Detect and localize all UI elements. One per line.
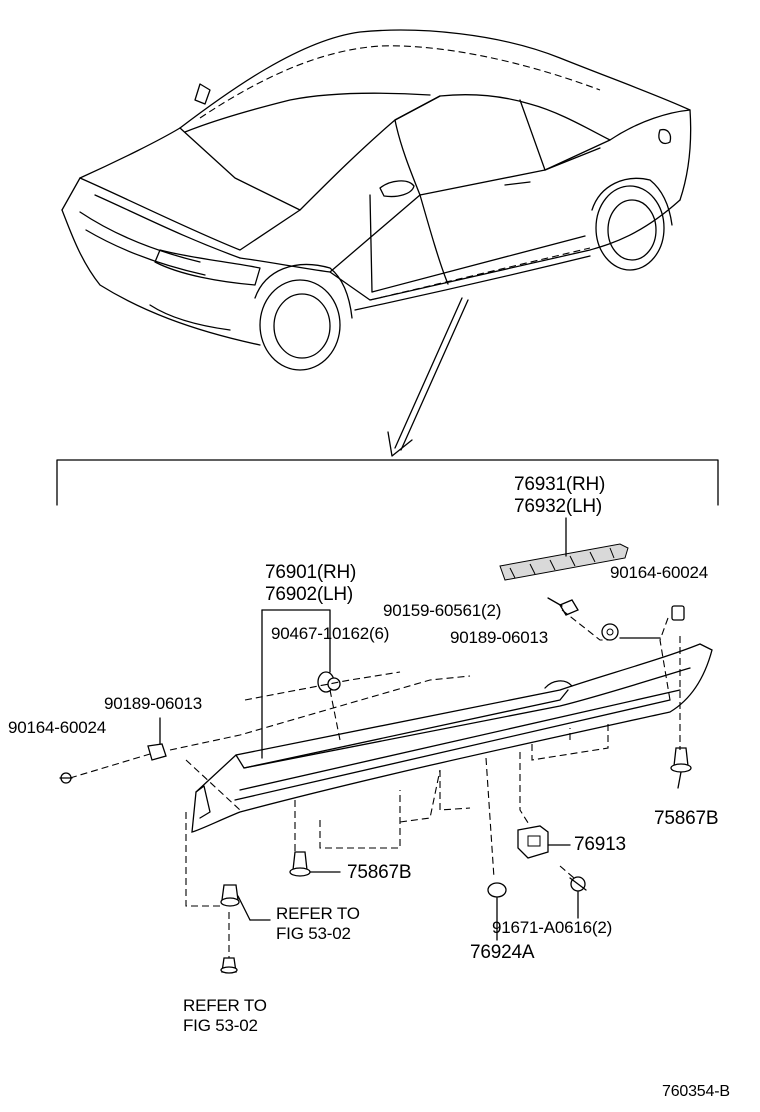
label-91671: 91671-A0616(2) bbox=[492, 918, 613, 937]
moulding-76931 bbox=[499, 543, 629, 581]
label-refer-1-line1: REFER TO bbox=[276, 904, 360, 923]
label-76932: 76932(LH) bbox=[514, 496, 602, 517]
label-90467: 90467-10162(6) bbox=[271, 624, 390, 643]
label-refer-1-line2: FIG 53-02 bbox=[276, 924, 351, 943]
label-76901: 76901(RH) bbox=[265, 562, 357, 583]
label-90159: 90159-60561(2) bbox=[383, 601, 502, 620]
label-76924a: 76924A bbox=[470, 942, 535, 963]
rocker-panel bbox=[191, 643, 713, 833]
label-refer-2-line2: FIG 53-02 bbox=[183, 1016, 258, 1035]
install-lines bbox=[69, 609, 681, 958]
label-76902: 76902(LH) bbox=[265, 584, 353, 605]
diagram-number: 760354-B bbox=[662, 1083, 730, 1100]
label-90189-right: 90189-06013 bbox=[450, 628, 549, 647]
label-refer-2-line1: REFER TO bbox=[183, 996, 267, 1015]
leader-lines bbox=[159, 517, 682, 941]
fasteners bbox=[59, 597, 692, 974]
label-76913: 76913 bbox=[574, 834, 626, 855]
label-75867b-mid: 75867B bbox=[347, 862, 412, 883]
exploded-bracket bbox=[56, 459, 719, 506]
pointer-arrow bbox=[387, 297, 469, 457]
label-90164-left: 90164-60024 bbox=[8, 718, 107, 737]
car-illustration bbox=[61, 29, 692, 371]
label-90164-right: 90164-60024 bbox=[610, 563, 709, 582]
label-76931: 76931(RH) bbox=[514, 474, 606, 495]
label-90189-left: 90189-06013 bbox=[104, 694, 203, 713]
label-75867b-right: 75867B bbox=[654, 808, 719, 829]
